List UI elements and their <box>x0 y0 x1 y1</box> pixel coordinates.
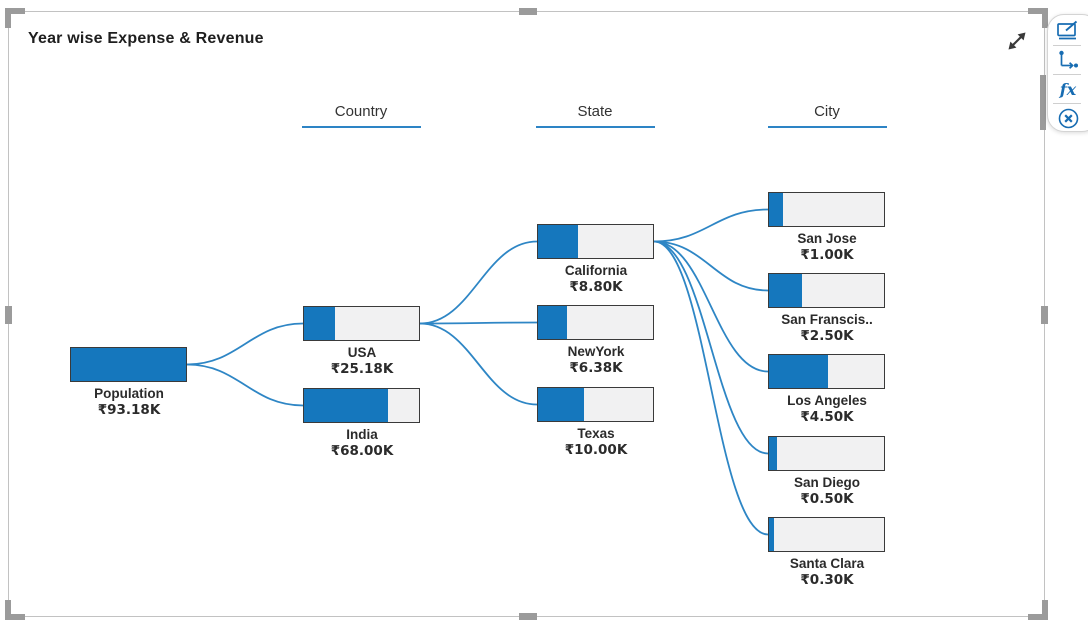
node-bar-fill <box>304 389 388 422</box>
node-label: USA <box>347 345 377 360</box>
column-header-country: Country <box>291 103 431 128</box>
node-label: Los Angeles <box>787 393 867 408</box>
node-bar-population[interactable] <box>70 347 187 382</box>
node-value: ₹0.30K <box>800 572 854 588</box>
resize-handle-bottom-left[interactable] <box>5 600 25 620</box>
node-value: ₹6.38K <box>569 360 623 376</box>
node-bar-fill <box>538 388 584 421</box>
node-bar-fill <box>769 437 778 470</box>
node-bar-los-angeles[interactable] <box>768 354 885 389</box>
chart-title: Year wise Expense & Revenue <box>28 30 264 47</box>
node-bar-california[interactable] <box>537 224 654 259</box>
node-label: San Franscis.. <box>781 312 873 327</box>
node-bar-fill <box>538 306 567 339</box>
column-header-state: State <box>525 103 665 128</box>
node-bar-fill <box>769 355 828 388</box>
column-header-label: State <box>577 103 613 120</box>
node-bar-fill <box>538 225 579 258</box>
node-bar-santa-clara[interactable] <box>768 517 885 552</box>
resize-handle-right-upper[interactable] <box>1040 75 1046 130</box>
node-bar-fill <box>769 518 774 551</box>
node-value: ₹4.50K <box>800 409 854 425</box>
axis-settings-icon[interactable] <box>1053 47 1083 73</box>
resize-handle-bottom[interactable] <box>519 613 537 620</box>
node-bar-fill <box>71 348 186 381</box>
node-bar-usa[interactable] <box>303 306 420 341</box>
node-value: ₹1.00K <box>800 247 854 263</box>
column-header-label: Country <box>334 103 388 120</box>
node-label: California <box>564 263 628 278</box>
node-bar-india[interactable] <box>303 388 420 423</box>
node-bar-san-francisco[interactable] <box>768 273 885 308</box>
node-label: San Jose <box>797 231 857 246</box>
column-header-label: City <box>814 103 840 120</box>
column-header-underline <box>535 126 655 128</box>
node-value: ₹8.80K <box>569 279 623 295</box>
node-value: ₹25.18K <box>330 361 394 377</box>
node-value: ₹10.00K <box>564 442 628 458</box>
node-bar-san-diego[interactable] <box>768 436 885 471</box>
column-header-underline <box>301 126 421 128</box>
resize-handle-bottom-right[interactable] <box>1028 600 1048 620</box>
expand-diagonal-arrows-icon <box>1008 32 1026 50</box>
resize-handle-top[interactable] <box>519 8 537 15</box>
node-bar-fill <box>769 274 803 307</box>
toolbar-divider <box>1053 74 1081 75</box>
node-label: Santa Clara <box>789 556 865 571</box>
resize-handle-top-left[interactable] <box>5 8 25 28</box>
toolbar-divider <box>1053 103 1081 104</box>
node-bar-san-jose[interactable] <box>768 192 885 227</box>
column-header-city: City <box>757 103 897 128</box>
edit-chart-icon[interactable] <box>1053 18 1083 44</box>
node-label: India <box>346 427 378 442</box>
node-bar-texas[interactable] <box>537 387 654 422</box>
resize-handle-right[interactable] <box>1041 306 1048 324</box>
node-label: Texas <box>577 426 615 441</box>
node-bar-fill <box>304 307 336 340</box>
node-label: NewYork <box>567 344 625 359</box>
node-value: ₹2.50K <box>800 328 854 344</box>
toolbar-divider <box>1053 45 1081 46</box>
resize-handle-left[interactable] <box>5 306 12 324</box>
close-icon[interactable] <box>1053 105 1083 131</box>
fx-label: fx <box>1059 79 1077 99</box>
node-value: ₹0.50K <box>800 491 854 507</box>
formula-icon[interactable]: fx <box>1053 76 1083 102</box>
node-value: ₹93.18K <box>97 402 161 418</box>
visual-toolbar: fx <box>1047 14 1088 132</box>
node-value: ₹68.00K <box>330 443 394 459</box>
resize-handle-top-right[interactable] <box>1028 8 1048 28</box>
node-label: Population <box>94 386 164 401</box>
node-label: San Diego <box>793 475 860 490</box>
expand-icon[interactable] <box>1002 26 1032 56</box>
column-header-underline <box>767 126 887 128</box>
node-bar-fill <box>769 193 783 226</box>
node-bar-newyork[interactable] <box>537 305 654 340</box>
